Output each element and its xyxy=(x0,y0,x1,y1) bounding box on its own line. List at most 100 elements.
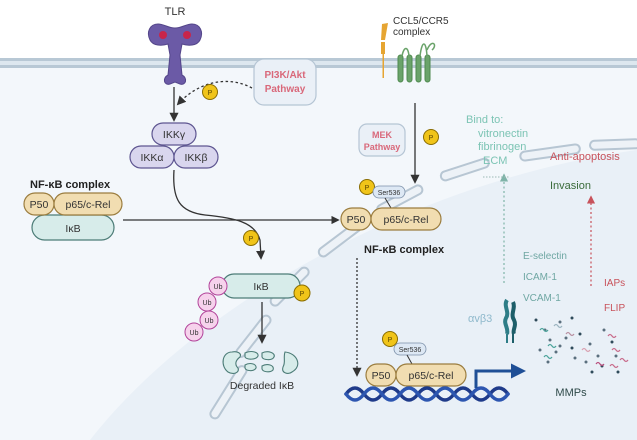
svg-text:Ub: Ub xyxy=(205,318,214,325)
mmp-dot xyxy=(614,354,618,358)
mmp-squiggle xyxy=(611,347,621,353)
mmp-dot xyxy=(534,318,538,322)
mmp-squiggle xyxy=(543,354,553,360)
p50-label: P50 xyxy=(347,214,366,226)
integrin-avb3-icon xyxy=(503,298,517,343)
ikk-alpha-label: IKKα xyxy=(141,152,164,164)
pi3k-label-line1: PI3K/Akt xyxy=(264,70,306,81)
pi3k-akt-pathway-box: PI3K/Akt Pathway xyxy=(253,58,317,106)
integrin-label: αvβ3 xyxy=(468,313,492,325)
anti-apoptosis-label: Anti-apoptosis xyxy=(550,151,620,163)
mmp-dot xyxy=(564,336,568,340)
nfkb-complex-nuclear: P Ser536 P50 p65/c-Rel xyxy=(365,331,467,387)
mmp-squiggle xyxy=(581,347,591,353)
ccl5-ccr5-label-line1: CCL5/CCR5 xyxy=(393,16,449,27)
mmp-squiggle xyxy=(547,343,557,349)
iaps-label: IAPs xyxy=(604,278,625,289)
svg-text:Ub: Ub xyxy=(190,330,199,337)
mmp-squiggle xyxy=(607,333,617,339)
transcription-arrow xyxy=(474,363,526,388)
mmp-squiggle xyxy=(595,361,605,367)
mmp-dot xyxy=(610,340,614,344)
ikk-beta-label: IKKβ xyxy=(185,152,208,164)
mmp-dot xyxy=(616,370,620,374)
mmp-dot xyxy=(558,320,562,324)
phospho-badge: P xyxy=(243,230,259,246)
svg-text:P: P xyxy=(249,236,254,243)
mmp-squiggle xyxy=(619,357,629,363)
flip-label: FLIP xyxy=(604,303,625,314)
p65-label: p65/c-Rel xyxy=(384,214,429,226)
mek-label-line1: MEK xyxy=(372,130,393,140)
ubiquitin-chain: Ub Ub Ub Ub xyxy=(184,276,228,342)
bind-target-ecm: ECM xyxy=(483,155,507,167)
vcam1-label: VCAM-1 xyxy=(523,293,561,304)
mmp-dot xyxy=(596,354,600,358)
mmp-squiggle xyxy=(565,331,575,337)
mmp-dot xyxy=(590,370,594,374)
bind-to-label: Bind to: xyxy=(466,114,503,126)
ccl5-ccr5-label-line2: complex xyxy=(393,27,430,38)
mmp-squiggle xyxy=(553,323,563,329)
mmp-dot xyxy=(588,342,592,346)
nfkb-complex-left: IκB P50 p65/c-Rel xyxy=(23,192,123,241)
pi3k-label-line2: Pathway xyxy=(265,84,306,95)
mmp-squiggle xyxy=(539,327,549,333)
mek-label-line2: Pathway xyxy=(364,142,401,152)
plasma-membrane xyxy=(0,58,637,68)
degraded-ikb-icon xyxy=(222,351,299,374)
nfkb-complex-left-label: NF-κB complex xyxy=(30,179,111,191)
p50-label: P50 xyxy=(372,370,391,382)
ikb-label: IκB xyxy=(65,223,80,235)
phospho-badge: P xyxy=(202,84,218,100)
mek-pathway-box: MEK Pathway xyxy=(358,123,406,157)
mmp-dot xyxy=(570,316,574,320)
nfkb-complex-active: P Ser536 P50 p65/c-Rel xyxy=(340,179,442,231)
mmp-dot xyxy=(548,338,552,342)
phospho-ikb: IκB P xyxy=(221,273,311,302)
icam1-label: ICAM-1 xyxy=(523,272,557,283)
svg-text:P: P xyxy=(208,90,213,97)
mmps-label: MMPs xyxy=(555,387,587,399)
svg-text:Ub: Ub xyxy=(214,284,223,291)
nfkb-complex-mid-label: NF-κB complex xyxy=(364,244,445,256)
p65-label: p65/c-Rel xyxy=(409,370,454,382)
svg-text:P: P xyxy=(300,291,305,298)
svg-text:Ub: Ub xyxy=(203,300,212,307)
mmp-dot xyxy=(584,360,588,364)
ikb-label: IκB xyxy=(253,281,268,293)
p65-label: p65/c-Rel xyxy=(66,199,111,211)
ikk-to-ikb-arrow xyxy=(173,169,266,260)
extracellular-space xyxy=(0,0,637,62)
ccr5-receptor-icon xyxy=(397,42,436,83)
pi3k-to-ikk-arrow xyxy=(176,80,253,106)
svg-text:P: P xyxy=(365,185,370,192)
p50-label: P50 xyxy=(30,199,49,211)
svg-text:P: P xyxy=(429,135,434,142)
e-selectin-label: E-selectin xyxy=(523,251,567,262)
degraded-ikb-label: Degraded IκB xyxy=(230,380,294,392)
mmp-dot xyxy=(558,344,562,348)
bind-target-fibrinogen: fibrinogen xyxy=(478,141,526,153)
mmps-molecules-icon xyxy=(534,316,629,374)
ikk-gamma-label: IKKγ xyxy=(163,129,186,141)
svg-text:P: P xyxy=(388,337,393,344)
ikk-complex: IKKγ IKKα IKKβ xyxy=(129,122,219,169)
mmp-dot xyxy=(602,328,606,332)
ser536-label: Ser536 xyxy=(378,190,401,197)
phospho-badge: P xyxy=(423,129,439,145)
mmp-dot xyxy=(570,346,574,350)
dna-helix-icon xyxy=(344,386,510,402)
ser536-label: Ser536 xyxy=(399,347,422,354)
mmp-dot xyxy=(578,332,582,336)
bind-target-vitronectin: vitronectin xyxy=(478,128,528,140)
ccl5-ligand-icon xyxy=(381,23,388,78)
mmp-squiggle xyxy=(609,363,619,369)
mmp-dot xyxy=(573,356,577,360)
mmp-dot xyxy=(554,350,558,354)
mmp-dot xyxy=(538,348,542,352)
tlr-receptor-icon xyxy=(147,23,203,85)
tlr-label: TLR xyxy=(165,6,186,18)
